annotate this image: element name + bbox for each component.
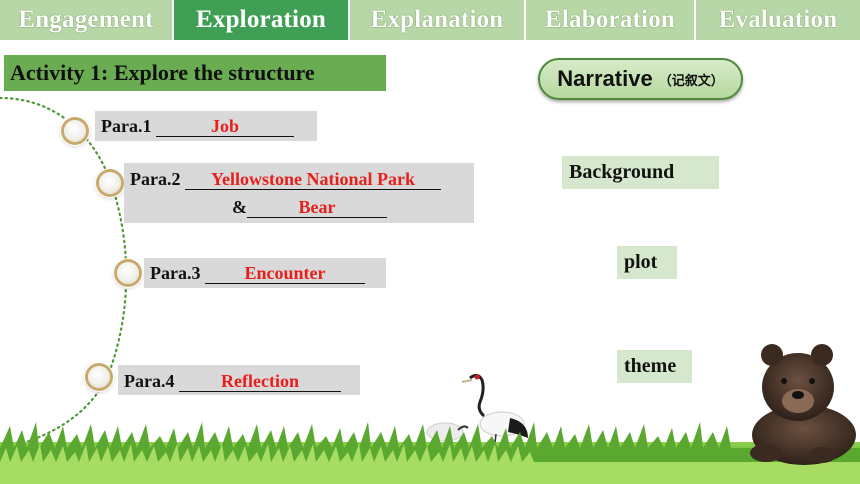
crane-image [426, 373, 528, 452]
bullet-icon [99, 172, 121, 194]
grass-ground-image [0, 422, 860, 484]
tab-evaluation[interactable]: Evaluation [696, 0, 860, 40]
tab-exploration[interactable]: Exploration [174, 0, 350, 40]
stage-tabs: Engagement Exploration Explanation Elabo… [0, 0, 860, 40]
para-1-answer[interactable]: Job [155, 116, 294, 137]
narrative-pill: Narrative （记叙文） [538, 58, 743, 100]
tab-engagement[interactable]: Engagement [0, 0, 174, 40]
para-3-answer[interactable]: Encounter [204, 263, 365, 284]
para-1-label: Para.1 [101, 116, 152, 136]
para-4-box: Para.4 Reflection [118, 365, 360, 395]
para-2-label: Para.2 [130, 169, 181, 189]
theme-box: theme [617, 350, 692, 383]
activity-title: Activity 1: Explore the structure [4, 55, 386, 91]
background-box: Background [562, 156, 719, 189]
tab-explanation[interactable]: Explanation [350, 0, 526, 40]
para-3-label: Para.3 [150, 263, 201, 283]
para-4-label: Para.4 [124, 371, 175, 391]
bullet-icon [117, 262, 139, 284]
bear-image [750, 344, 856, 465]
bullet-icon [88, 366, 110, 388]
narrative-label: Narrative [557, 66, 653, 91]
tab-elaboration[interactable]: Elaboration [526, 0, 696, 40]
para-1-box: Para.1 Job [95, 111, 317, 141]
para-2-box: Para.2 Yellowstone National Park &Bear [124, 163, 474, 223]
para-2-connector: & [232, 197, 247, 217]
bullet-icon [64, 120, 86, 142]
para-2-answer-2[interactable]: Bear [247, 197, 387, 218]
para-3-box: Para.3 Encounter [144, 258, 386, 288]
para-4-answer[interactable]: Reflection [178, 371, 341, 392]
plot-box: plot [617, 246, 677, 279]
para-2-answer[interactable]: Yellowstone National Park [184, 169, 441, 190]
narrative-sub-label: （记叙文） [658, 72, 724, 88]
